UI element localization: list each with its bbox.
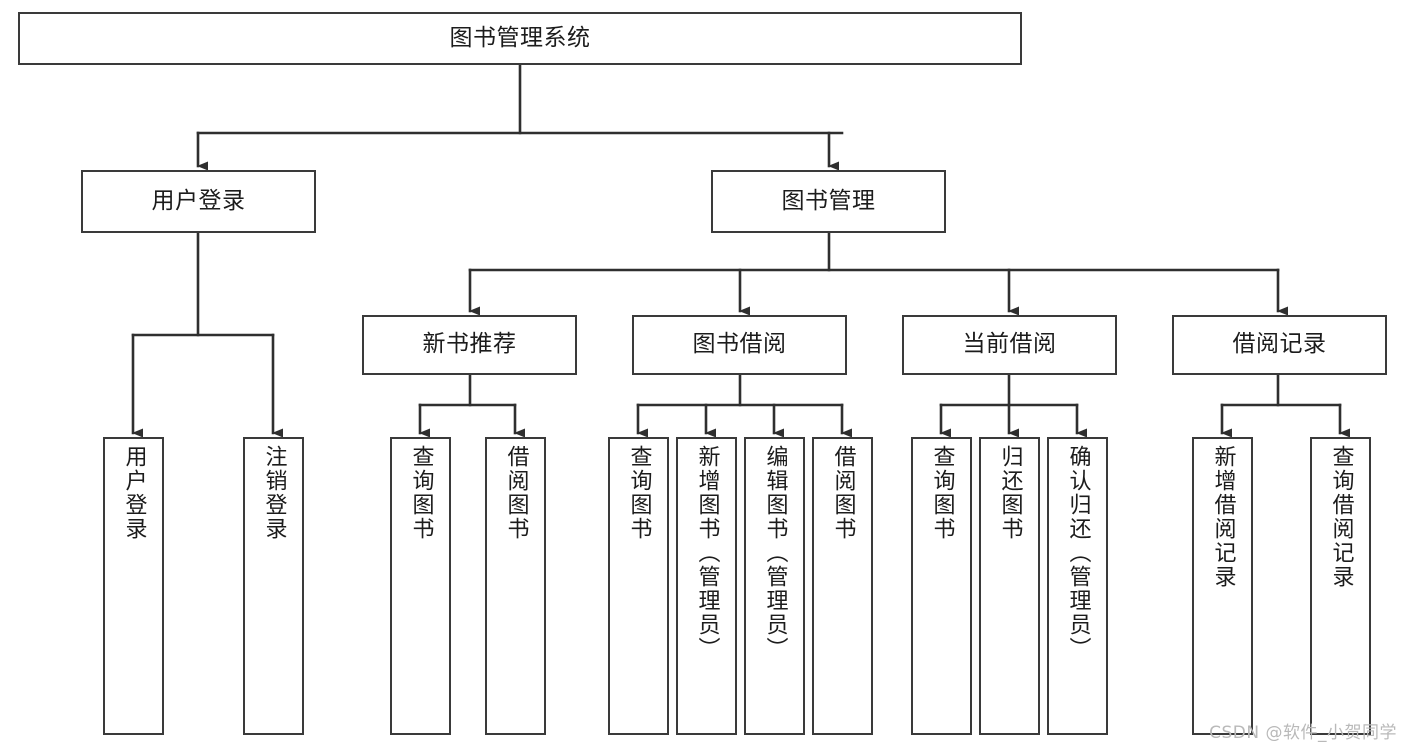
node-borrow-record[interactable]: 借阅记录 [1172,315,1387,375]
node-leaf-add-book-admin[interactable]: 新增图书（管理员） [676,437,737,735]
node-current-borrow[interactable]: 当前借阅 [902,315,1117,375]
node-label: 图书管理系统 [449,24,591,51]
node-label: 注销登录 [261,445,287,541]
node-label: 图书管理 [781,187,876,214]
node-book-borrow[interactable]: 图书借阅 [632,315,847,375]
node-label: 编辑图书（管理员） [762,445,788,661]
node-leaf-confirm-return-admin[interactable]: 确认归还（管理员） [1047,437,1108,735]
node-leaf-borrow-book-new-book[interactable]: 借阅图书 [485,437,546,735]
node-label: 借阅图书 [503,445,529,541]
node-label: 查询图书 [929,445,955,541]
node-label: 图书借阅 [692,331,787,358]
node-user-login[interactable]: 用户登录 [81,170,316,233]
node-leaf-add-borrow-record[interactable]: 新增借阅记录 [1192,437,1253,735]
node-root-book-management-system[interactable]: 图书管理系统 [18,12,1022,65]
node-label: 借阅记录 [1232,331,1327,358]
node-label: 用户登录 [121,445,147,541]
node-new-book-recommend[interactable]: 新书推荐 [362,315,577,375]
csdn-watermark: CSDN @软件_小贺同学 [1209,723,1397,743]
node-leaf-edit-book-admin[interactable]: 编辑图书（管理员） [744,437,805,735]
node-leaf-query-book-new-book[interactable]: 查询图书 [390,437,451,735]
node-label: 确认归还（管理员） [1065,445,1091,661]
node-leaf-user-login[interactable]: 用户登录 [103,437,164,735]
node-leaf-borrow-book-borrow[interactable]: 借阅图书 [812,437,873,735]
node-label: 查询图书 [408,445,434,541]
node-leaf-query-borrow-record[interactable]: 查询借阅记录 [1310,437,1371,735]
node-label: 新增图书（管理员） [694,445,720,661]
node-leaf-logout-login[interactable]: 注销登录 [243,437,304,735]
node-label: 用户登录 [151,187,246,214]
node-label: 借阅图书 [830,445,856,541]
node-leaf-query-book-borrow[interactable]: 查询图书 [608,437,669,735]
node-label: 查询借阅记录 [1328,445,1354,589]
node-leaf-return-book[interactable]: 归还图书 [979,437,1040,735]
node-label: 归还图书 [997,445,1023,541]
node-label: 新书推荐 [422,331,517,358]
node-leaf-query-book-current[interactable]: 查询图书 [911,437,972,735]
node-label: 当前借阅 [962,331,1057,358]
node-label: 新增借阅记录 [1210,445,1236,589]
node-book-management[interactable]: 图书管理 [711,170,946,233]
node-label: 查询图书 [626,445,652,541]
